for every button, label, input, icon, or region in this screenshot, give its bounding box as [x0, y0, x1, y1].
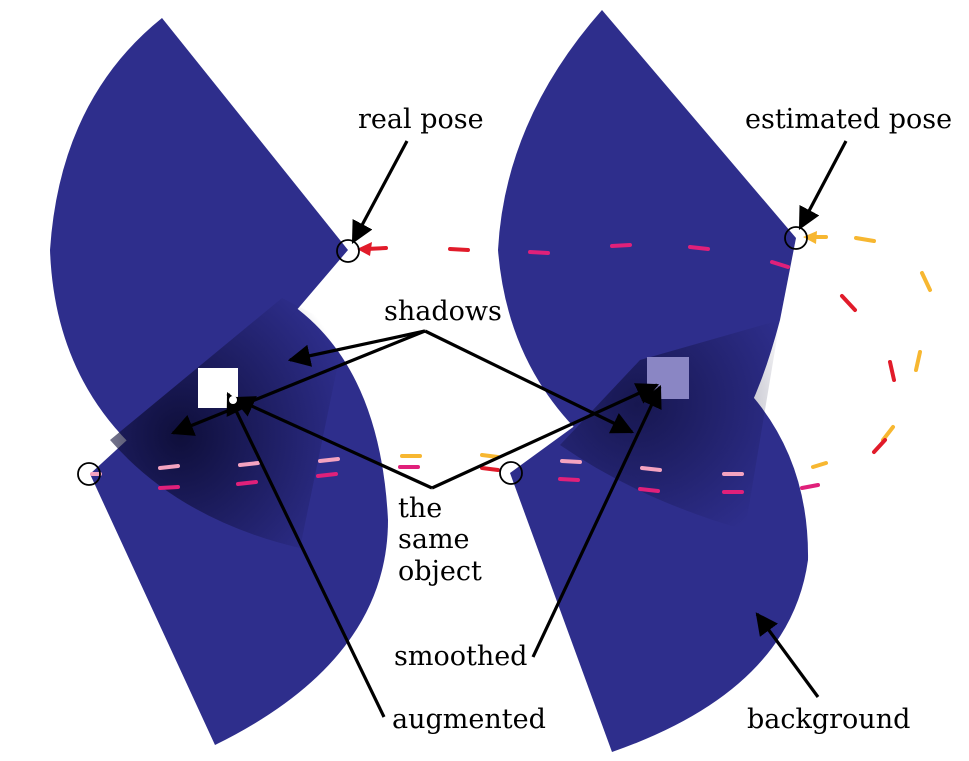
shadows-pointer-left-near	[287, 329, 426, 367]
shadows-pointer-left-far	[170, 329, 426, 436]
label-background: background	[747, 704, 910, 735]
same-object-pointer-right	[431, 383, 660, 490]
label-same: same	[398, 524, 470, 555]
augmented-pointer	[226, 391, 386, 718]
background-pointer	[755, 612, 820, 698]
label-shadows: shadows	[384, 296, 502, 327]
smoothed-pointer	[531, 384, 662, 658]
smoothed-object	[647, 357, 689, 399]
label-estimated-pose: estimated pose	[745, 104, 952, 135]
label-smoothed: smoothed	[394, 641, 527, 672]
trajectory-dashes-arc	[810, 235, 932, 469]
estimated-pose-marker-icon	[784, 226, 808, 250]
estimated-pose-pointer	[798, 140, 848, 230]
shadows-pointer-right	[424, 329, 635, 434]
real-pose-marker-icon	[336, 239, 360, 263]
start-pose-marker-left-icon	[77, 462, 101, 486]
estimated-pose-arrowhead	[803, 231, 817, 244]
same-object-pointer-left	[231, 396, 433, 490]
start-pose-marker-right-icon	[499, 461, 523, 485]
pose-markers	[77, 226, 808, 486]
trajectory-dashes-top	[364, 243, 790, 269]
annotation-arrows	[170, 140, 848, 718]
label-augmented: augmented	[392, 704, 546, 735]
label-real-pose: real pose	[358, 104, 484, 135]
real-pose-pointer	[351, 140, 409, 244]
background-fan-left-upper	[50, 18, 348, 470]
shadow-region-right	[560, 320, 780, 530]
augmented-anchor-dot	[229, 396, 237, 404]
label-the: the	[398, 493, 442, 524]
trajectory-dashes-lower	[90, 453, 820, 494]
label-object: object	[398, 556, 482, 587]
shadow-region-left	[110, 298, 345, 548]
real-pose-arrowhead	[357, 242, 372, 256]
